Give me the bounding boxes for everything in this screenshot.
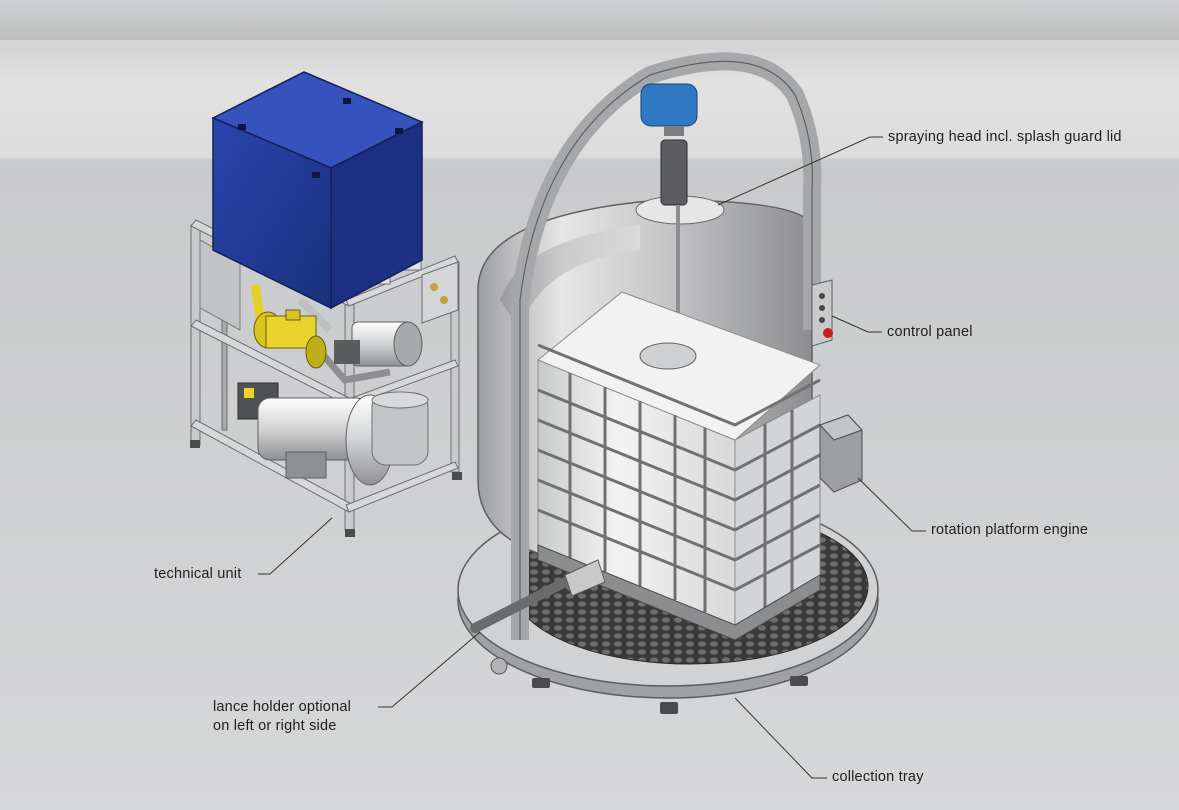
rotation-engine-box [819,414,863,493]
callout-line-technical-unit [258,517,333,575]
upper-motor [334,321,423,367]
label-rotation-platform-engine: rotation platform engine [931,522,1089,538]
label-collection-tray: collection tray [832,769,924,785]
label-control-panel: control panel [887,324,973,340]
label-lance-holder-line2: on left or right side [213,718,337,734]
emergency-stop-icon [823,328,833,338]
blue-enclosure [211,71,424,310]
ibc-container [537,291,821,641]
label-technical-unit: technical unit [154,566,242,582]
label-lance-holder: lance holder optional on left or right s… [213,698,351,736]
storage-tank [371,391,429,466]
control-panel [811,279,833,347]
callout-line-lance-holder [378,631,481,708]
label-spraying-head: spraying head incl. splash guard lid [888,129,1122,145]
technical-unit [190,71,462,537]
spraying-head [640,83,698,340]
callout-lines [258,136,926,779]
callout-line-control-panel [831,315,882,333]
lance-holder [470,559,606,633]
washing-station [457,52,879,714]
label-lance-holder-line1: lance holder optional [213,699,352,715]
callout-line-rotation-engine [857,477,926,532]
callout-line-spraying-head [717,136,883,206]
callout-line-collection-tray [734,697,827,779]
yellow-pump [253,309,327,369]
